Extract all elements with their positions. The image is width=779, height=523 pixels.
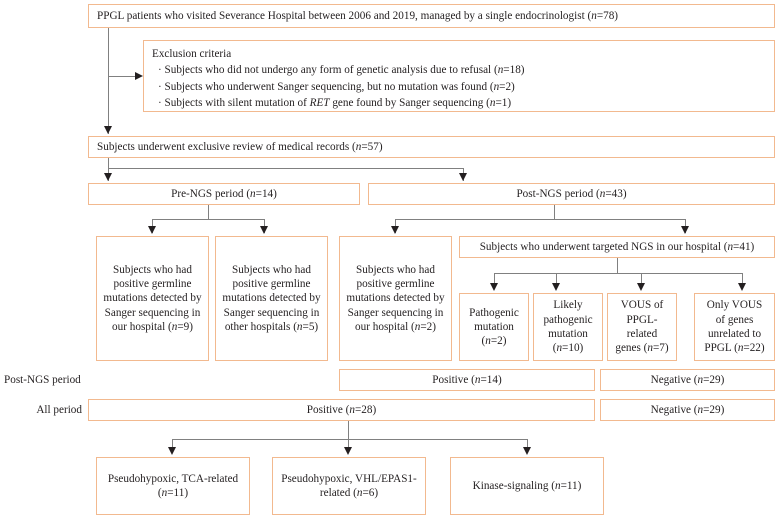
box-all-period-negative: Negative (n=29)	[600, 399, 775, 421]
connector-cluster-left	[172, 439, 173, 453]
exclusion-item: · Subjects who did not undergo any form …	[158, 64, 525, 77]
box-exclusion-criteria: Exclusion criteria · Subjects who did no…	[143, 40, 775, 112]
box-post-ngs-positive: Positive (n=14)	[339, 369, 595, 391]
arrow-sanger-post-icon	[390, 226, 399, 234]
connector-review-down	[108, 158, 109, 169]
box-likely-pathogenic-mutation: Likely pathogenic mutation (n=10)	[533, 293, 603, 361]
box-targeted-ngs-text: Subjects who underwent targeted NGS in o…	[479, 240, 755, 253]
box-vous-ppgl-related-text: VOUS of PPGL-related genes (n=7)	[615, 299, 669, 355]
connector-post-ngs-down	[554, 205, 555, 220]
box-post-ngs-positive-text: Positive (n=14)	[432, 373, 502, 386]
row-label-post-ngs-period: Post-NGS period	[4, 374, 81, 386]
connector-post-ngs-split	[395, 219, 686, 220]
box-pre-ngs-period-text: Pre-NGS period (n=14)	[171, 187, 277, 200]
box-pathogenic-mutation-text: Pathogenic mutation (n=2)	[469, 306, 519, 348]
connector-cluster-mid	[348, 439, 349, 453]
arrow-to-review-icon	[103, 126, 112, 134]
box-kinase-signaling-text: Kinase-signaling (n=11)	[472, 479, 582, 492]
arrow-pathogenic-icon	[489, 283, 498, 291]
box-post-ngs-period-text: Post-NGS period (n=43)	[516, 187, 627, 200]
box-pre-ngs-period: Pre-NGS period (n=14)	[88, 183, 360, 205]
connector-ngs-b1	[494, 273, 495, 289]
box-sanger-our-hospital-2-text: Subjects who had positive germline mutat…	[346, 263, 445, 333]
connector-pre-ngs-down	[208, 205, 209, 220]
box-sanger-other-hospitals-5: Subjects who had positive germline mutat…	[215, 236, 328, 361]
box-pseudohypoxic-vhl-epas1-text: Pseudohypoxic, VHL/EPAS1-related (n=6)	[281, 472, 417, 499]
arrow-kinase-signaling-icon	[522, 447, 531, 455]
box-sanger-our-hospital-2: Subjects who had positive germline mutat…	[339, 236, 452, 361]
exclusion-heading: Exclusion criteria	[152, 48, 232, 60]
box-vous-ppgl-related: VOUS of PPGL-related genes (n=7)	[607, 293, 677, 361]
arrow-targeted-ngs-icon	[680, 226, 689, 234]
arrow-sanger-our-hospital-icon	[147, 226, 156, 234]
arrow-vhl-epas1-icon	[343, 447, 352, 455]
connector-review-split	[108, 168, 464, 169]
connector-ngs-b2	[556, 273, 557, 289]
arrow-sanger-other-hospital-icon	[259, 226, 268, 234]
connector-to-exclusion	[108, 76, 136, 77]
connector-spine-main	[108, 28, 109, 134]
arrow-post-ngs-icon	[458, 173, 467, 181]
connector-cluster-right	[527, 439, 528, 453]
connector-ngs-down	[617, 258, 618, 274]
box-post-ngs-negative: Negative (n=29)	[600, 369, 775, 391]
arrow-pre-ngs-icon	[103, 173, 112, 181]
box-kinase-signaling: Kinase-signaling (n=11)	[450, 457, 604, 515]
connector-ngs-split	[494, 273, 742, 274]
box-ppgl-patients: PPGL patients who visited Severance Hosp…	[88, 4, 775, 28]
box-medical-records-review-text: Subjects underwent exclusive review of m…	[97, 140, 383, 153]
box-medical-records-review: Subjects underwent exclusive review of m…	[88, 136, 775, 158]
box-all-period-negative-text: Negative (n=29)	[650, 403, 725, 416]
box-sanger-our-hospital-9: Subjects who had positive germline mutat…	[96, 236, 209, 361]
box-vous-unrelated-text: Only VOUS of genes unrelated to PPGL (n=…	[704, 299, 765, 355]
arrow-vous-unrelated-icon	[737, 283, 746, 291]
box-all-period-positive-text: Positive (n=28)	[306, 403, 377, 416]
box-pathogenic-mutation: Pathogenic mutation (n=2)	[459, 293, 529, 361]
exclusion-item: · Subjects with silent mutation of RET g…	[158, 97, 512, 110]
arrow-vous-ppgl-icon	[636, 283, 645, 291]
box-all-period-positive: Positive (n=28)	[88, 399, 595, 421]
box-sanger-our-hospital-9-text: Subjects who had positive germline mutat…	[103, 263, 202, 333]
exclusion-item: · Subjects who underwent Sanger sequenci…	[158, 80, 515, 93]
arrow-to-exclusion-icon	[135, 71, 143, 80]
connector-ngs-b4	[742, 273, 743, 289]
box-post-ngs-period: Post-NGS period (n=43)	[368, 183, 775, 205]
box-ppgl-patients-text: PPGL patients who visited Severance Hosp…	[97, 9, 619, 22]
arrow-tca-related-icon	[167, 447, 176, 455]
arrow-likely-pathogenic-icon	[551, 283, 560, 291]
row-label-all-period: All period	[36, 404, 82, 416]
connector-cluster-split	[172, 439, 528, 440]
box-pseudohypoxic-vhl-epas1: Pseudohypoxic, VHL/EPAS1-related (n=6)	[272, 457, 426, 515]
box-sanger-other-hospitals-5-text: Subjects who had positive germline mutat…	[222, 263, 321, 333]
box-vous-unrelated: Only VOUS of genes unrelated to PPGL (n=…	[694, 293, 775, 361]
connector-pre-ngs-split	[152, 219, 265, 220]
connector-all-positive-down	[348, 421, 349, 440]
box-targeted-ngs: Subjects who underwent targeted NGS in o…	[459, 236, 775, 258]
box-pseudohypoxic-tca: Pseudohypoxic, TCA-related (n=11)	[96, 457, 250, 515]
connector-ngs-b3	[641, 273, 642, 289]
box-pseudohypoxic-tca-text: Pseudohypoxic, TCA-related (n=11)	[107, 472, 239, 499]
box-post-ngs-negative-text: Negative (n=29)	[650, 373, 725, 386]
box-likely-pathogenic-mutation-text: Likely pathogenic mutation (n=10)	[543, 299, 593, 355]
